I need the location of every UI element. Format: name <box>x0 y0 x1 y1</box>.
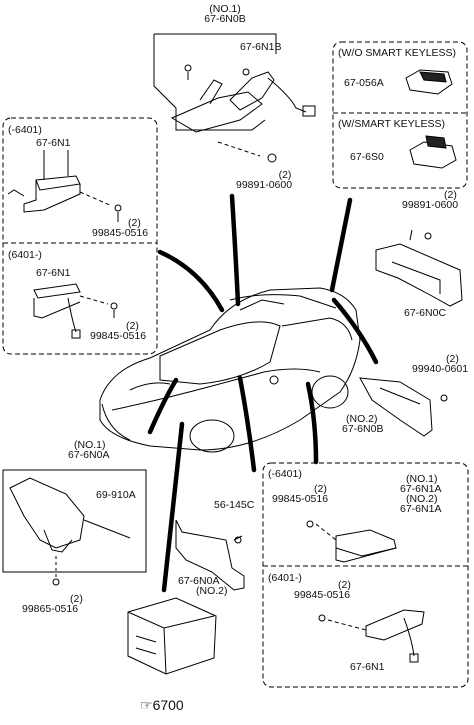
center-bottom-clip: 56-145C <box>214 499 255 511</box>
right-mid-bolt2-qty: (2) <box>446 353 459 365</box>
pointing-hand-icon: ☞ <box>140 697 153 713</box>
top-center-part2-label: 67-6N1B <box>240 41 282 53</box>
right-bottom-box2-title: (6401-) <box>268 572 302 584</box>
right-bottom-p1: 67-6N1A <box>400 483 442 495</box>
left-top-box1-part: 67-6N1 <box>36 137 71 149</box>
center-bottom-ref-number: 6700 <box>152 697 184 713</box>
left-top-box1-bolt: 99845-0516 <box>92 227 149 239</box>
left-bottom-qualifier: (NO.1) <box>74 439 106 451</box>
top-center-part-label: 67-6N0B <box>204 13 246 25</box>
left-top-box1-title: (-6401) <box>8 124 42 136</box>
left-bottom-part2: 69-910A <box>96 489 136 501</box>
left-bottom-bolt: 99865-0516 <box>22 603 79 615</box>
right-bottom-bolt: 99845-0516 <box>272 493 329 505</box>
right-mid-bolt-qty: (2) <box>444 189 457 201</box>
right-top-box1-part: 67-056A <box>344 77 384 89</box>
right-mid-part: 67-6N0C <box>404 307 447 319</box>
right-bottom-bolt2-qty: (2) <box>338 579 351 591</box>
right-bottom-bolt2: 99845-0516 <box>294 589 351 601</box>
left-bottom-bolt-qty: (2) <box>70 593 83 605</box>
left-top-box2-qty: (2) <box>126 320 139 332</box>
right-mid-bolt: 99891-0600 <box>402 199 459 211</box>
right-mid-qualifier2: (NO.2) <box>346 413 378 425</box>
left-top-box2-part: 67-6N1 <box>36 267 71 279</box>
center-bottom-part: 67-6N0A <box>178 575 220 587</box>
left-bottom-part: 67-6N0A <box>68 449 110 461</box>
right-top-box1-title: (W/O SMART KEYLESS) <box>338 47 457 59</box>
right-bottom-bolt-qty: (2) <box>314 483 327 495</box>
top-center-bolt-label: 99891-0600 <box>236 179 293 191</box>
right-bottom-box1-title: (-6401) <box>268 468 302 480</box>
top-center-qualifier: (NO.1) <box>209 3 241 15</box>
right-bottom-q1: (NO.1) <box>406 473 438 485</box>
right-bottom-p2: 67-6N1A <box>400 503 442 515</box>
right-bottom-q2: (NO.2) <box>406 493 438 505</box>
right-mid-bolt2: 99940-0601 <box>412 363 469 375</box>
right-mid-part2: 67-6N0B <box>342 423 384 435</box>
left-top-box2-title: (6401-) <box>8 249 42 261</box>
right-top-box2-title: (W/SMART KEYLESS) <box>338 118 445 130</box>
top-center-bolt-qty: (2) <box>278 169 292 181</box>
center-bottom-qualifier: (NO.2) <box>196 585 228 597</box>
center-bottom-ref[interactable]: ☞6700 <box>140 698 184 713</box>
right-top-box2-part: 67-6S0 <box>350 151 384 163</box>
left-top-box1-qty: (2) <box>128 217 141 229</box>
right-bottom-p3: 67-6N1 <box>350 661 385 673</box>
left-top-box2-bolt: 99845-0516 <box>90 330 147 342</box>
